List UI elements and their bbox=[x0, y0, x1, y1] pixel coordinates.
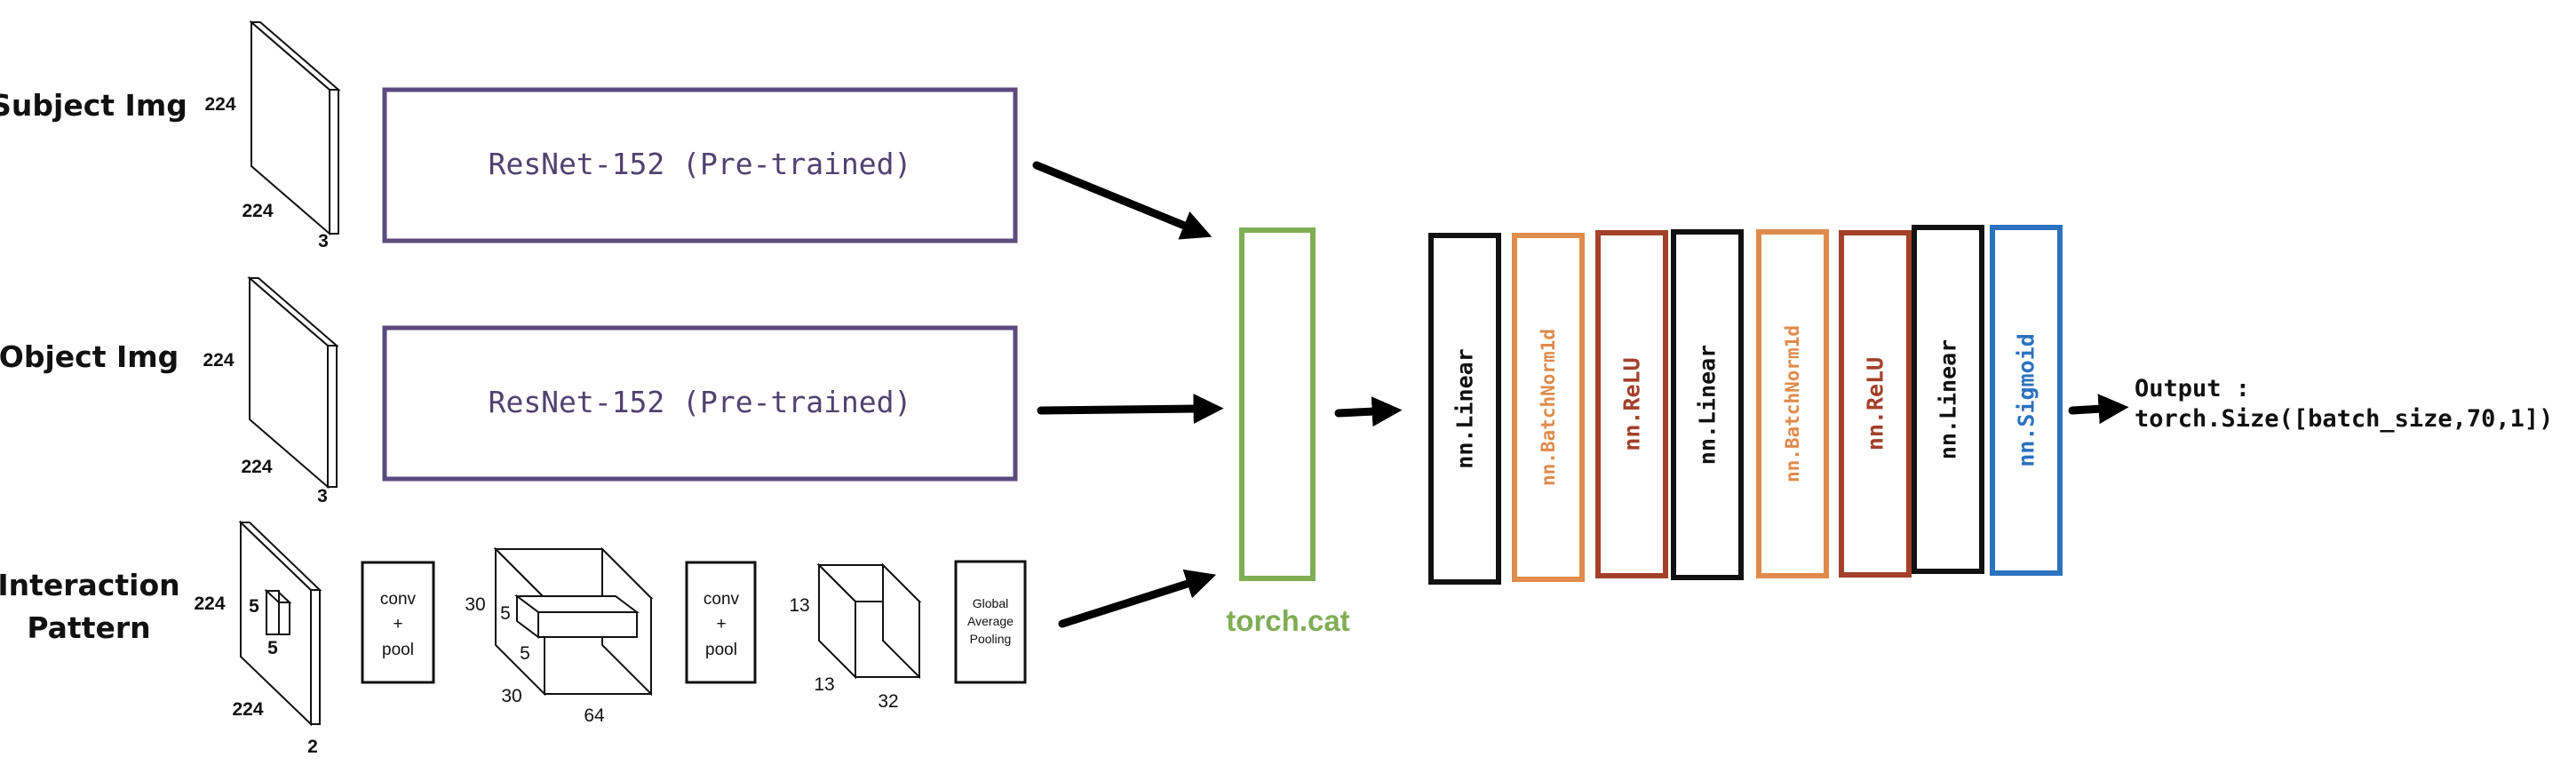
fmap2-depth-label: 32 bbox=[878, 691, 898, 712]
interaction-label-line1: Interaction bbox=[0, 568, 180, 602]
fmap1-kernel-w-label: 5 bbox=[520, 643, 530, 664]
arrow-head-to-output bbox=[2068, 394, 2129, 425]
gap-line3: Pooling bbox=[970, 632, 1012, 646]
layer-box-linear-7 bbox=[1912, 225, 1984, 574]
layer-box-sigmoid-8 bbox=[1990, 225, 2063, 576]
conv-pool-box-1 bbox=[361, 561, 435, 684]
interaction-height-label: 224 bbox=[194, 594, 225, 614]
layer-box-relu-6 bbox=[1839, 230, 1912, 578]
object-resnet-label: ResNet-152 (Pre-trained) bbox=[489, 385, 912, 419]
object-image-tensor bbox=[247, 275, 339, 490]
conv-pool-2-line1: conv bbox=[704, 590, 740, 609]
classifier-head: nn.Linear nn.BatchNorm1d nn.ReLU nn.Linear n… bbox=[1428, 225, 2063, 585]
feature-map-2-cube bbox=[816, 562, 922, 680]
layer-box-relu-3 bbox=[1595, 230, 1668, 578]
torch-cat-label: torch.cat bbox=[1226, 604, 1349, 637]
layer-label-linear-4: nn.Linear bbox=[1695, 345, 1721, 465]
object-channels-label: 3 bbox=[317, 486, 328, 506]
global-average-pooling-box bbox=[954, 560, 1027, 684]
interaction-kernel-cube bbox=[264, 588, 292, 635]
fmap2-height-label: 13 bbox=[789, 595, 809, 616]
layer-box-batchnorm-5 bbox=[1756, 229, 1829, 578]
layer-label-relu-3: nn.ReLU bbox=[1619, 357, 1645, 450]
object-resnet-box bbox=[382, 325, 1018, 482]
subject-height-label: 224 bbox=[204, 94, 235, 115]
arrow-interaction-to-concat bbox=[1058, 569, 1217, 628]
arrow-concat-to-head bbox=[1334, 396, 1403, 427]
gap-line2: Average bbox=[967, 614, 1014, 628]
fmap2-width-label: 13 bbox=[814, 674, 834, 695]
layer-label-sigmoid-8: nn.Sigmoid bbox=[2014, 333, 2039, 467]
subject-resnet-box bbox=[382, 87, 1018, 243]
subject-resnet-label: ResNet-152 (Pre-trained) bbox=[489, 147, 912, 181]
fmap1-depth-label: 64 bbox=[584, 705, 605, 726]
layer-label-linear-7: nn.Linear bbox=[1936, 339, 1961, 459]
subject-image-tensor bbox=[249, 20, 341, 236]
output-line1: Output : bbox=[2135, 375, 2250, 402]
conv-pool-box-2 bbox=[685, 561, 757, 684]
object-height-label: 224 bbox=[203, 350, 234, 371]
fmap1-height-label: 30 bbox=[465, 594, 485, 615]
gap-line1: Global bbox=[973, 596, 1008, 610]
arrow-subject-to-concat bbox=[1032, 161, 1212, 240]
output-line2: torch.Size([batch_size,70,1]) bbox=[2135, 405, 2553, 433]
interaction-label-line2: Pattern bbox=[27, 610, 150, 645]
layer-box-batchnorm-2 bbox=[1512, 233, 1585, 582]
layer-label-batchnorm-2: nn.BatchNorm1d bbox=[1538, 329, 1559, 486]
conv-pool-2-line3: pool bbox=[705, 641, 737, 659]
interaction-channels-label: 2 bbox=[307, 737, 318, 757]
subject-width-label: 224 bbox=[242, 201, 273, 221]
subject-img-label: Subject Img bbox=[0, 88, 187, 123]
conv-pool-1-line3: pool bbox=[382, 641, 414, 659]
interaction-kernel-w-label: 5 bbox=[267, 638, 278, 658]
conv-pool-1-line1: conv bbox=[380, 590, 417, 609]
interaction-width-label: 224 bbox=[232, 699, 263, 720]
conv-pool-1-line2: + bbox=[393, 615, 402, 634]
layer-box-linear-1 bbox=[1428, 233, 1501, 585]
subject-channels-label: 3 bbox=[318, 231, 329, 251]
feature-map-1-kernel bbox=[514, 594, 640, 639]
layer-label-relu-6: nn.ReLU bbox=[1863, 357, 1888, 450]
layer-label-linear-1: nn.Linear bbox=[1452, 348, 1478, 468]
interaction-kernel-h-label: 5 bbox=[249, 596, 259, 617]
object-width-label: 224 bbox=[241, 457, 272, 477]
torch-cat-box bbox=[1239, 227, 1316, 581]
layer-box-linear-4 bbox=[1671, 229, 1744, 580]
conv-pool-2-line2: + bbox=[716, 615, 726, 634]
fmap1-width-label: 30 bbox=[501, 686, 521, 706]
object-img-label: Object Img bbox=[0, 339, 179, 374]
fmap1-kernel-h-label: 5 bbox=[500, 603, 511, 624]
arrow-object-to-concat bbox=[1037, 394, 1224, 425]
layer-label-batchnorm-5: nn.BatchNorm1d bbox=[1782, 325, 1803, 482]
